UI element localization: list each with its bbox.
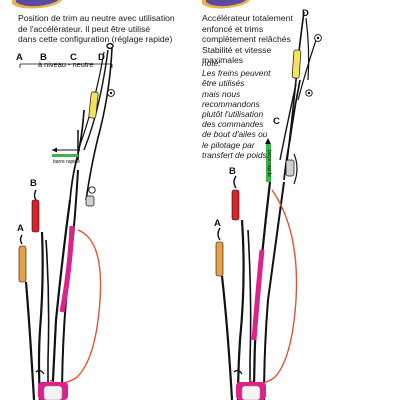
right-label-a: A <box>214 218 221 229</box>
logo-fragment-left <box>12 0 62 9</box>
level-neutral-label: à niveau - neutre <box>38 60 94 69</box>
left-label-a: A <box>17 223 24 234</box>
left-label-a-top: A <box>16 52 23 63</box>
right-caption: Accélérateur totalement enfoncé et trims… <box>202 13 293 66</box>
left-label-b: B <box>30 178 37 189</box>
right-riser-set <box>215 11 322 400</box>
left-speed-bar-tag: barre rapide <box>53 159 80 165</box>
right-speed-bar-tag: barre rapide <box>266 150 272 177</box>
right-label-d: D <box>302 8 309 19</box>
right-note: note: Les freins peuvent être utilisés m… <box>202 58 271 160</box>
left-label-b-top: B <box>40 52 47 63</box>
left-label-c-top: C <box>70 52 77 63</box>
left-label-d-top: D <box>98 52 105 63</box>
left-caption: Position de trim au neutre avec utilisat… <box>18 13 175 45</box>
left-riser-set <box>18 42 115 400</box>
right-label-b: B <box>229 166 236 177</box>
right-label-c: C <box>273 116 280 127</box>
logo-fragment-right <box>202 0 250 9</box>
